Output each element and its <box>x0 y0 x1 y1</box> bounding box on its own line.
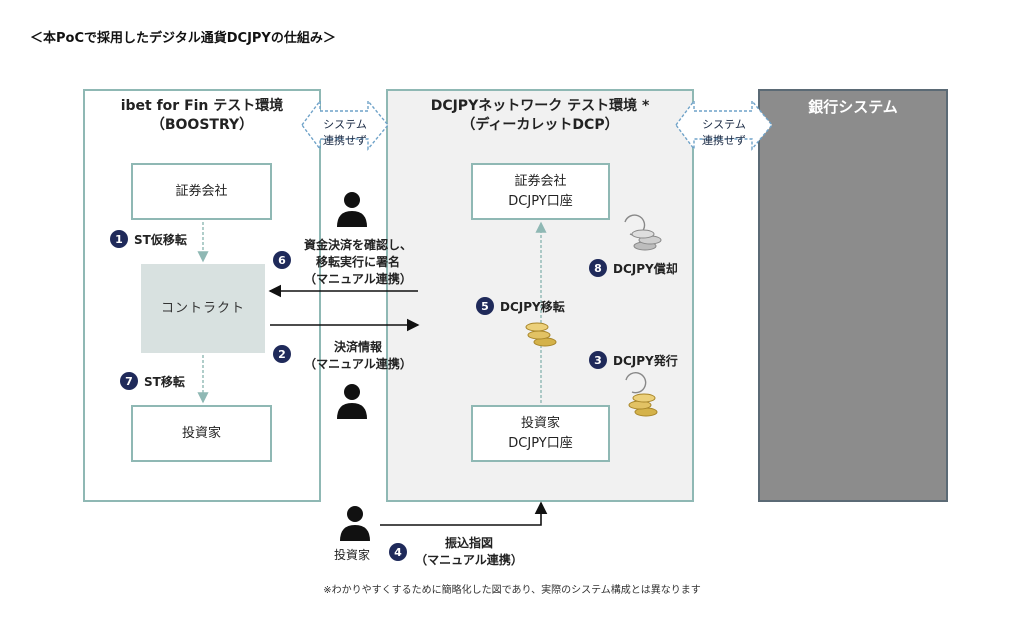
step-4-line2: （マニュアル連携） <box>415 553 523 567</box>
step-3-label: DCJPY発行 <box>613 354 678 368</box>
step-2-label: 決済情報 （マニュアル連携） <box>296 339 420 373</box>
step-6-line1: 資金決済を確認し、 <box>303 238 412 252</box>
step-3-badge: 3 <box>589 351 607 369</box>
step-7-label: ST移転 <box>144 375 185 389</box>
left-connector-line1: システム <box>323 118 367 131</box>
step-4-line1: 振込指図 <box>444 536 493 550</box>
step-2-badge: 2 <box>273 345 291 363</box>
securities-account-line2: DCJPY口座 <box>508 193 573 209</box>
investor-account-line1: 投資家 <box>520 415 560 431</box>
securities-account-line1: 証券会社 <box>514 173 567 189</box>
footnote: ※わかりやすくするために簡略化した図であり、実際のシステム構成とは異なります <box>323 585 701 596</box>
bank-panel-title: 銀行システム <box>808 98 898 116</box>
ibet-panel-title: ibet for Fin テスト環境 （BOOSTRY） <box>83 97 321 135</box>
arrow-transfer-instruction <box>380 501 548 526</box>
step-1-badge: 1 <box>110 230 128 248</box>
step-2-line1: 決済情報 <box>333 340 382 354</box>
step-8-label: DCJPY償却 <box>613 262 678 276</box>
bank-panel <box>758 89 948 502</box>
securities-dcjpy-account-box: 証券会社 DCJPY口座 <box>471 163 610 220</box>
coin-stack-burn-icon <box>624 214 662 251</box>
person-icon-middle <box>337 384 367 419</box>
left-connector-text: システム 連携せず <box>315 117 375 149</box>
contract-label: コントラクト <box>160 300 245 316</box>
step-5-badge: 5 <box>476 297 494 315</box>
step-7-badge: 7 <box>120 372 138 390</box>
investor-person-label: 投資家 <box>334 548 371 562</box>
dcjpy-panel-title: DCJPYネットワーク テスト環境 * （ディーカレットDCP） <box>386 97 694 135</box>
step-6-label: 資金決済を確認し、 移転実行に署名 （マニュアル連携） <box>296 237 420 288</box>
step-1-label: ST仮移転 <box>134 233 187 247</box>
step-6-badge: 6 <box>273 251 291 269</box>
step-6-line2: 移転実行に署名 <box>315 255 400 269</box>
right-double-arrow <box>675 98 773 152</box>
step-6-line3: （マニュアル連携） <box>304 272 412 286</box>
step-8-badge: 8 <box>589 259 607 277</box>
step-4-label: 振込指図 （マニュアル連携） <box>413 535 525 569</box>
ibet-title-line1: ibet for Fin テスト環境 <box>120 98 284 114</box>
investor-account-line2: DCJPY口座 <box>508 435 573 451</box>
diagram-title: ＜本PoCで採用したデジタル通貨DCJPYの仕組み＞ <box>30 31 336 46</box>
step-4-badge: 4 <box>389 543 407 561</box>
right-connector-line2: 連携せず <box>702 134 746 147</box>
person-icon-top <box>337 192 367 227</box>
dcjpy-title-line1: DCJPYネットワーク テスト環境 * <box>430 98 650 114</box>
coin-stack-issue-icon <box>625 371 658 417</box>
left-connector-line2: 連携せず <box>323 134 367 147</box>
step-5-label: DCJPY移転 <box>500 300 565 314</box>
investor-dcjpy-account-box: 投資家 DCJPY口座 <box>471 405 610 462</box>
step-2-line2: （マニュアル連携） <box>304 357 412 371</box>
contract-box: コントラクト <box>141 264 265 353</box>
dcjpy-title-line2: （ディーカレットDCP） <box>461 117 619 133</box>
securities-company-box: 証券会社 <box>131 163 272 220</box>
ibet-title-line2: （BOOSTRY） <box>150 117 254 133</box>
right-connector-text: システム 連携せず <box>694 117 754 149</box>
right-connector-line1: システム <box>702 118 746 131</box>
securities-company-label: 証券会社 <box>175 183 228 199</box>
investor-label: 投資家 <box>181 425 221 441</box>
left-double-arrow <box>301 98 389 152</box>
coin-stack-transfer-icon <box>525 322 557 347</box>
investor-box: 投資家 <box>131 405 272 462</box>
person-icon-investor <box>340 506 370 541</box>
